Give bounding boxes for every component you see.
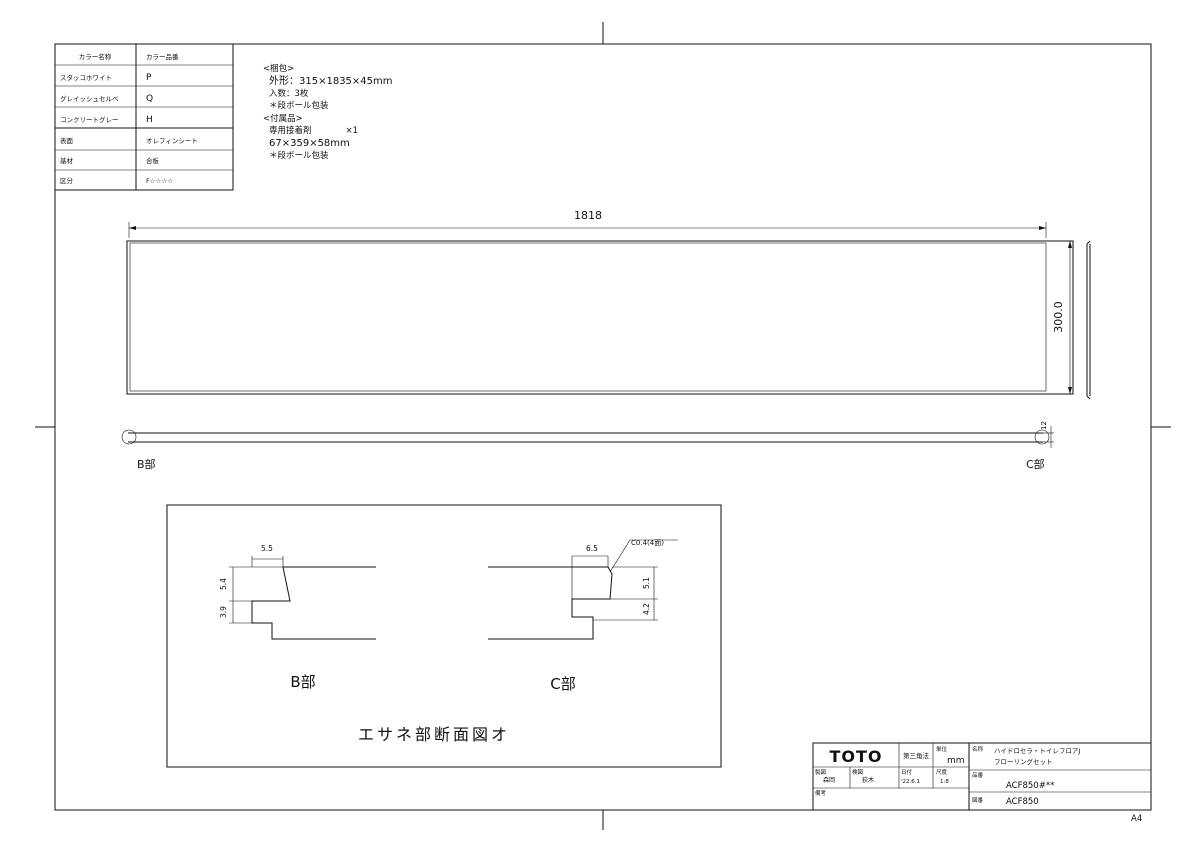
prop-value-1: オレフィンシート <box>146 137 198 145</box>
board-outline <box>126 240 1074 395</box>
spec-header-code: カラー品番 <box>146 53 179 61</box>
projection-label: 第三角法 <box>903 751 930 760</box>
toto-logo: TOTO <box>829 747 882 766</box>
date-value: '22.6.1 <box>901 779 920 785</box>
board-edge-view: 12 B部 C部 <box>121 421 1054 471</box>
sheet-size-label: A4 <box>1131 814 1142 824</box>
b-profile <box>251 566 376 640</box>
sheet-border <box>54 43 1152 811</box>
note-line-8: ＊段ボール包装 <box>269 150 329 161</box>
note-line-1: <梱包> <box>263 63 294 74</box>
note-line-3: 入数：3枚 <box>269 88 309 99</box>
drawing-no-label: 図番 <box>972 797 984 804</box>
color-name-3: コンクリートグレー <box>60 115 119 124</box>
remarks-label: 備考 <box>815 789 827 797</box>
width-dimension: 300.0 <box>1052 301 1065 333</box>
c-chamfer-note: C0.4(4面) <box>631 539 664 547</box>
section-caption: エサネ部断面図オ <box>358 725 510 744</box>
color-code-2: Q <box>146 94 153 104</box>
package-notes: <梱包> 外形：315×1835×45mm 入数：3枚 ＊段ボール包装 <付属品… <box>263 63 393 161</box>
thickness-dimension: 12 <box>1040 421 1048 430</box>
note-line-6: 専用接着剤 ×1 <box>269 125 358 136</box>
drawn-label: 製図 <box>815 768 827 776</box>
note-line-5: <付属品> <box>263 113 303 124</box>
product-no: ACF850#** <box>1006 781 1054 791</box>
board-inner-outline <box>129 242 1047 392</box>
scale-label: 尺度 <box>936 768 948 776</box>
drawn-by: 森岡 <box>823 776 835 784</box>
b-part-label: B部 <box>137 457 156 471</box>
color-code-3: H <box>146 115 153 125</box>
product-name-line1: ハイドロセラ・トイレフロアJ <box>994 747 1080 755</box>
c-detail-label: C部 <box>550 675 575 693</box>
color-code-1: P <box>146 73 152 83</box>
prop-name-1: 表面 <box>60 136 74 145</box>
prop-name-3: 区分 <box>60 176 74 185</box>
board-plan-view: 1818 300.0 <box>126 209 1091 400</box>
spec-header-name: カラー名称 <box>79 52 112 61</box>
c-part-label: C部 <box>1026 457 1045 471</box>
unit-label: 単位 <box>936 745 948 753</box>
edge-detail-box: 5.5 5.4 3.9 B部 6.5 C0.4(4面) 5.1 4.2 C部 エ… <box>166 504 722 768</box>
drawing-no: ACF850 <box>1006 797 1039 807</box>
checked-label: 検図 <box>852 768 864 776</box>
b-detail-label: B部 <box>290 673 315 691</box>
prop-value-3: F☆☆☆☆ <box>146 177 173 185</box>
checked-by: 荻木 <box>862 776 874 784</box>
title-block: TOTO 第三角法 単位 mm 名称 ハイドロセラ・トイレフロアJ フローリング… <box>812 742 1152 811</box>
length-dimension: 1818 <box>574 209 602 222</box>
b-lower-dimension: 3.9 <box>219 606 228 618</box>
color-name-1: スタッコホワイト <box>60 73 112 82</box>
board-side-view <box>1086 240 1091 400</box>
scale-value: 1:8 <box>940 779 949 785</box>
c-detail-circle <box>1034 429 1050 445</box>
c-lower-dimension: 4.2 <box>642 603 651 615</box>
note-line-7: 67×359×58mm <box>269 138 350 149</box>
color-name-2: グレイッシュセルベ <box>60 94 119 103</box>
b-top-dimension: 5.5 <box>261 544 273 553</box>
b-upper-dimension: 5.4 <box>219 578 228 590</box>
spec-table: カラー名称 カラー品番 スタッコホワイト P グレイッシュセルベ Q コンクリー… <box>54 43 234 191</box>
b-detail-circle <box>121 429 137 445</box>
c-top-dimension: 6.5 <box>586 544 598 553</box>
c-upper-dimension: 5.1 <box>642 577 651 589</box>
prop-value-2: 合板 <box>146 156 160 165</box>
unit-value: mm <box>947 756 965 766</box>
product-name-line2: フローリングセット <box>994 757 1053 766</box>
name-label: 名称 <box>972 745 984 753</box>
product-no-label: 品番 <box>972 772 984 779</box>
date-label: 日付 <box>901 768 913 776</box>
note-line-2: 外形：315×1835×45mm <box>269 75 393 87</box>
prop-name-2: 基材 <box>60 156 74 165</box>
c-profile <box>488 566 613 640</box>
note-line-4: ＊段ボール包装 <box>269 100 329 111</box>
